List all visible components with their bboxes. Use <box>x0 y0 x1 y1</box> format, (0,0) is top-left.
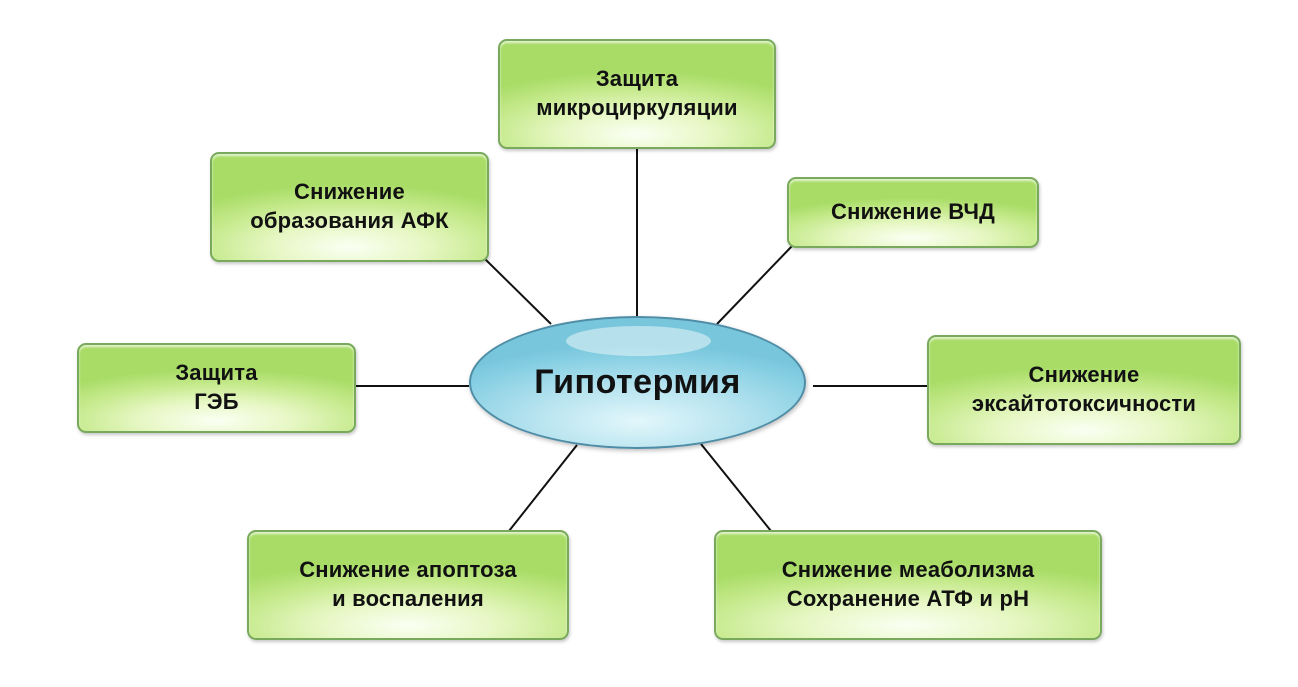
node-metabolism: Снижение меаболизма Сохранение АТФ и рН <box>714 530 1102 640</box>
link-metabolism <box>700 443 772 532</box>
node-bbb-label: Защита ГЭБ <box>175 360 258 414</box>
node-microcirculation-label: Защита микроциркуляции <box>536 66 738 120</box>
node-excitotoxicity: Снижение эксайтотоксичности <box>927 335 1241 445</box>
link-ros <box>484 258 552 325</box>
link-icp <box>716 244 794 325</box>
node-apoptosis: Снижение апоптоза и воспаления <box>247 530 569 640</box>
node-ros: Снижение образования АФК <box>210 152 489 262</box>
node-microcirculation: Защита микроциркуляции <box>498 39 776 149</box>
node-ros-label: Снижение образования АФК <box>250 179 449 233</box>
node-metabolism-label: Снижение меаболизма Сохранение АТФ и рН <box>781 557 1035 611</box>
node-bbb: Защита ГЭБ <box>77 343 356 433</box>
center-node-hypothermia: Гипотермия <box>469 316 806 449</box>
link-apoptosis <box>508 444 578 532</box>
node-excitotoxicity-label: Снижение эксайтотоксичности <box>971 362 1197 416</box>
node-apoptosis-label: Снижение апоптоза и воспаления <box>299 557 517 611</box>
node-icp: Снижение ВЧД <box>787 177 1039 248</box>
center-node-label: Гипотермия <box>534 363 741 401</box>
node-icp-label: Снижение ВЧД <box>831 199 995 225</box>
